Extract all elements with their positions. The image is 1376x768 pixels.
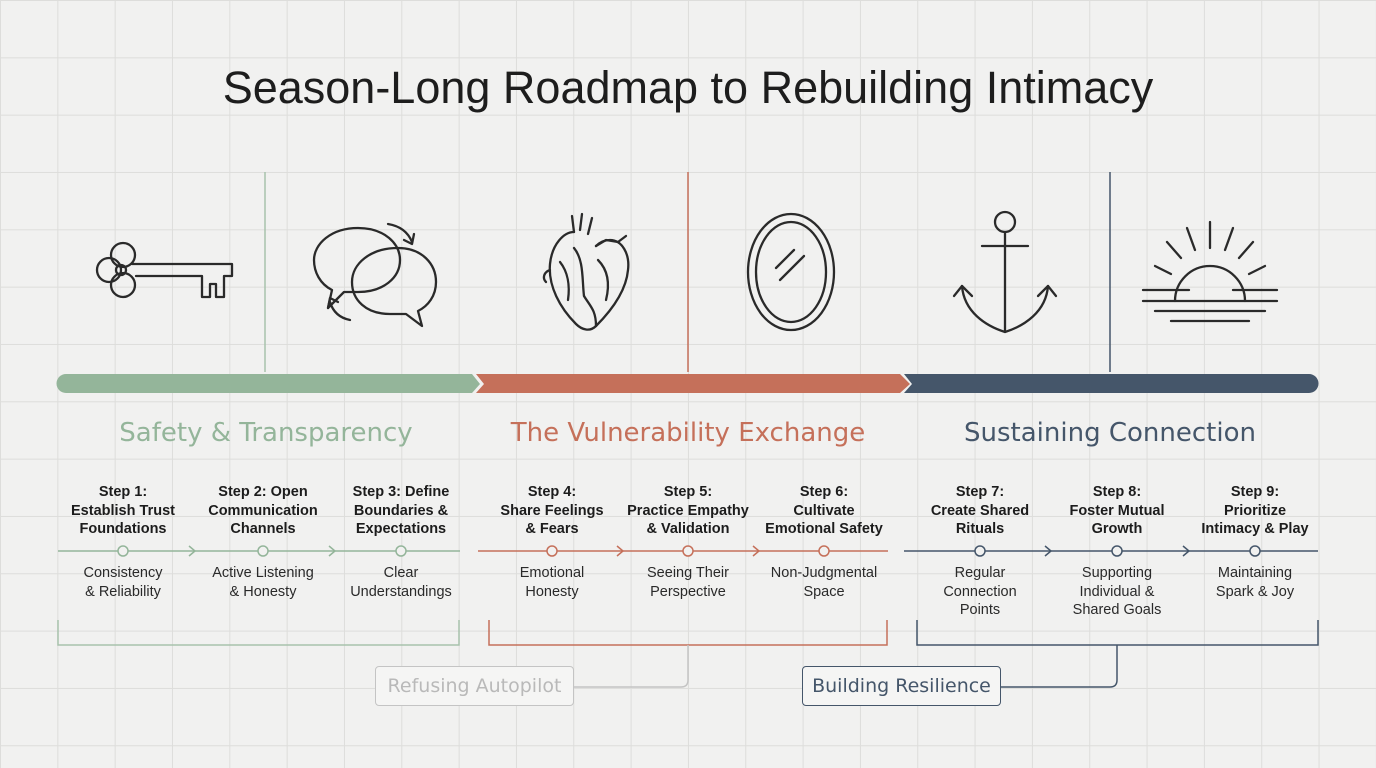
step-connector-phase2	[478, 545, 888, 557]
step-description: Active Listening & Honesty	[212, 565, 314, 600]
step-connector-phase3	[904, 545, 1318, 557]
timeline-bar-phase3	[904, 374, 1319, 393]
callout-refusing-autopilot: Refusing Autopilot	[375, 666, 574, 706]
bracket-phase3	[916, 620, 1319, 646]
phase-title-vulnerability: The Vulnerability Exchange	[510, 418, 866, 448]
callout-connector-1	[573, 645, 689, 688]
step-connector-phase1	[58, 545, 460, 557]
step-label: Step 2: Open Communication Channels	[208, 484, 318, 537]
timeline-bar-phase1	[56, 374, 480, 393]
step-label: Step 8: Foster Mutual Growth	[1069, 484, 1165, 537]
step-description: Supporting Individual & Shared Goals	[1072, 565, 1162, 618]
step-description: Emotional Honesty	[519, 565, 585, 600]
step-label: Step 7: Create Shared Rituals	[930, 484, 1030, 537]
step-description: Consistency & Reliability	[83, 565, 163, 600]
step-label: Step 4: Share Feelings & Fears	[500, 484, 604, 537]
step-label: Step 5: Practice Empathy & Validation	[627, 484, 749, 537]
sunrise-icon	[1135, 200, 1285, 340]
phase-title-sustaining: Sustaining Connection	[964, 418, 1256, 448]
step-label: Step 9: Prioritize Intimacy & Play	[1201, 484, 1309, 537]
anchor-icon	[930, 200, 1080, 340]
callout-building-resilience: Building Resilience	[802, 666, 1001, 706]
step-label: Step 6: Cultivate Emotional Safety	[765, 484, 883, 537]
step-description: Maintaining Spark & Joy	[1215, 565, 1295, 600]
step-description: Seeing Their Perspective	[647, 565, 729, 600]
step-label: Step 3: Define Boundaries & Expectations	[352, 484, 450, 537]
step-label: Step 1: Establish Trust Foundations	[71, 484, 175, 537]
page-title: Season-Long Roadmap to Rebuilding Intima…	[222, 62, 1154, 113]
callout-connector-2	[1000, 645, 1118, 688]
timeline-bar-phase2	[476, 374, 910, 393]
step-description: Non-Judgmental Space	[770, 565, 878, 600]
heart-icon	[514, 200, 664, 340]
mirror-icon	[716, 200, 866, 340]
key-icon	[86, 200, 236, 340]
step-description: Clear Understandings	[350, 565, 452, 600]
bracket-phase2	[488, 620, 888, 646]
bracket-phase1	[57, 620, 460, 646]
step-description: Regular Connection Points	[943, 565, 1017, 618]
phase-title-safety: Safety & Transparency	[119, 418, 413, 448]
speech-bubbles-icon	[300, 200, 450, 340]
